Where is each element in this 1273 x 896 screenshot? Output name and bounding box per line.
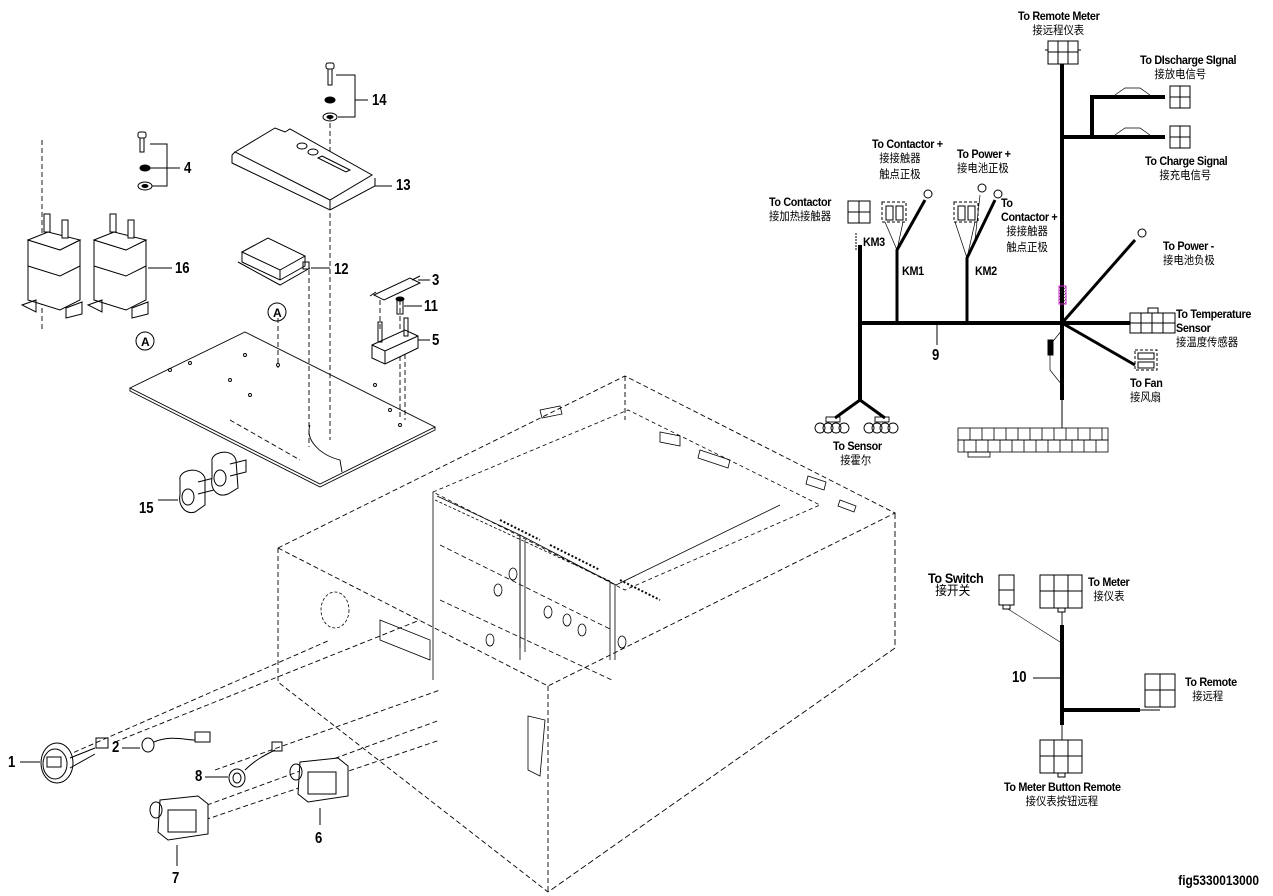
- callout-1: 1: [8, 754, 16, 771]
- callout-8: 8: [195, 768, 203, 785]
- callout-4: 4: [184, 160, 192, 177]
- label-contactor-heat: To Contactor 接加热接触器: [769, 195, 832, 223]
- controller-13: [231, 127, 392, 211]
- label-power-plus: To Power + 接电池正极: [957, 147, 1011, 175]
- callout-9: 9: [932, 347, 940, 364]
- assembly-lines: [41, 115, 441, 831]
- callout-10: 10: [1012, 669, 1027, 686]
- label-remote-meter: To Remote Meter 接远程仪表: [1018, 9, 1100, 37]
- label-temperature-sensor: To Temperature Sensor 接温度传感器: [1176, 307, 1251, 349]
- callout-14: 14: [372, 92, 387, 109]
- callout-5: 5: [432, 332, 440, 349]
- callout-11: 11: [424, 298, 438, 315]
- label-remote: To Remote 接远程: [1185, 675, 1237, 703]
- battery-box: [276, 375, 897, 893]
- callout-13: 13: [396, 177, 411, 194]
- label-charge-signal: To Charge Signal 接充电信号: [1145, 154, 1228, 182]
- label-contactor-plus-km1: To Contactor + 接接触器 触点正极: [872, 137, 943, 181]
- mounting-plate: [128, 331, 437, 488]
- module-12: [237, 237, 330, 286]
- label-switch: To Switch 接开关: [928, 570, 984, 599]
- label-km2: KM2: [975, 264, 997, 278]
- label-power-minus: To Power - 接电池负极: [1163, 239, 1215, 267]
- label-km1: KM1: [902, 264, 924, 278]
- fastener-set-4: [137, 131, 180, 191]
- callout-6: 6: [315, 830, 323, 847]
- label-meter-button-remote: To Meter Button Remote 接仪表按钮远程: [1004, 780, 1121, 808]
- fastener-set-14: [322, 62, 368, 122]
- dash-components: [20, 731, 349, 866]
- label-fan: To Fan 接风扇: [1130, 376, 1163, 404]
- label-km3: KM3: [863, 235, 885, 249]
- harness-9: [814, 40, 1191, 458]
- callout-7: 7: [172, 870, 180, 887]
- callout-2: 2: [112, 739, 120, 756]
- callout-12: 12: [334, 261, 349, 278]
- label-contactor-plus-km2: To Contactor + 接接触器 触点正极: [1001, 196, 1058, 254]
- reference-mark-a: A: [141, 335, 150, 349]
- callout-3: 3: [432, 272, 440, 289]
- callout-16: 16: [175, 260, 190, 277]
- reference-mark-a: A: [273, 306, 282, 320]
- current-sensors: [158, 451, 247, 514]
- label-meter: To Meter 接仪表: [1088, 575, 1130, 603]
- harness-10: [998, 574, 1176, 778]
- label-sensor: To Sensor 接霍尔: [833, 439, 882, 467]
- figure-id: fig5330013000: [1178, 872, 1259, 888]
- callout-15: 15: [139, 500, 154, 517]
- contactors: [20, 213, 149, 319]
- battery-modules: [320, 405, 857, 777]
- label-discharge-signal: To DIscharge SIgnal 接放电信号: [1140, 53, 1237, 81]
- fuse-assembly: [369, 275, 430, 365]
